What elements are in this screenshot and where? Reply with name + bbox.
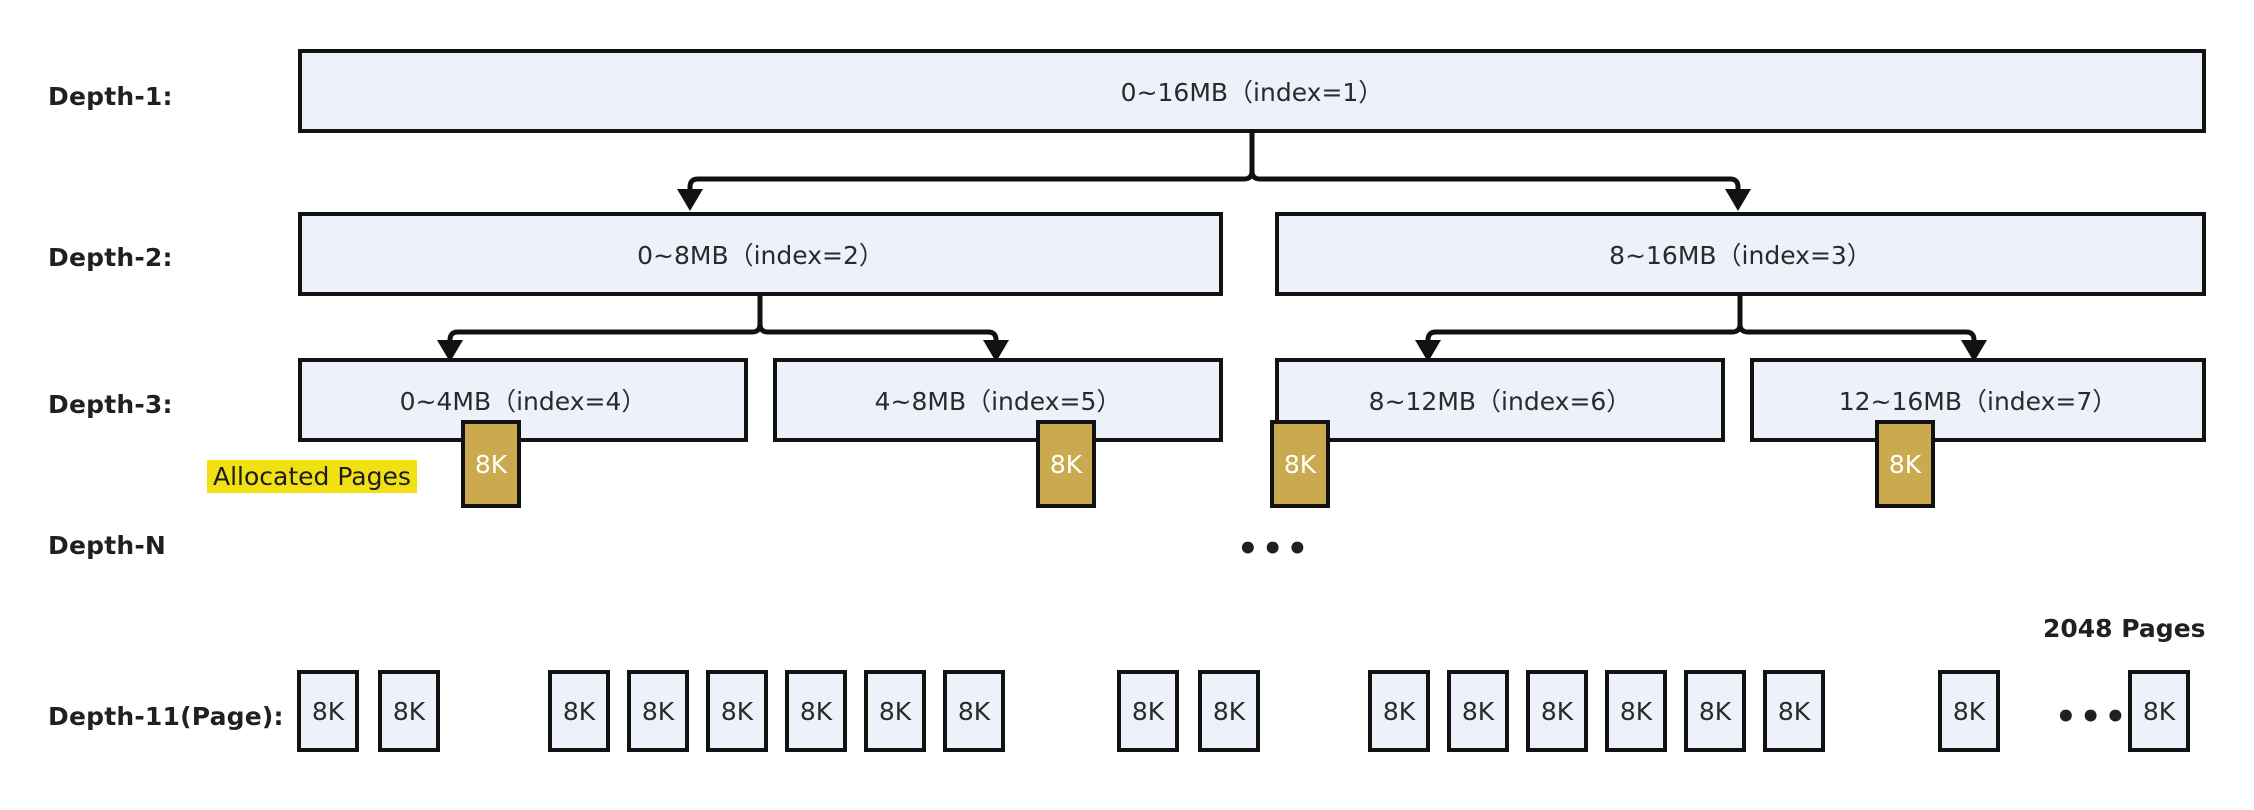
allocated-page-block-3[interactable]: 8K bbox=[1270, 420, 1330, 508]
total-pages-caption: 2048 Pages bbox=[2043, 614, 2206, 643]
node-depth2-8-16mb[interactable]: 8~16MB（index=3） bbox=[1275, 212, 2206, 296]
leaf-pages-ellipsis: ••• bbox=[2055, 697, 2130, 737]
leaf-page-box[interactable]: 8K bbox=[1938, 670, 2000, 752]
leaf-page-box[interactable]: 8K bbox=[1684, 670, 1746, 752]
leaf-page-box[interactable]: 8K bbox=[2128, 670, 2190, 752]
node-label: 12~16MB（index=7） bbox=[1838, 387, 2118, 416]
node-depth3-12-16mb[interactable]: 12~16MB（index=7） bbox=[1750, 358, 2206, 442]
leaf-page-label: 8K bbox=[2142, 696, 2176, 726]
leaf-page-box[interactable]: 8K bbox=[943, 670, 1005, 752]
leaf-page-label: 8K bbox=[311, 696, 345, 726]
leaf-page-label: 8K bbox=[1777, 696, 1811, 726]
connector-depth1-to-depth2 bbox=[677, 133, 1751, 211]
row-label-depth-11: Depth-11(Page): bbox=[48, 702, 284, 731]
row-label-depth-3: Depth-3: bbox=[48, 390, 173, 419]
leaf-page-box[interactable]: 8K bbox=[1526, 670, 1588, 752]
leaf-page-box[interactable]: 8K bbox=[1447, 670, 1509, 752]
node-depth1-0-16mb[interactable]: 0~16MB（index=1） bbox=[298, 49, 2206, 133]
allocated-page-block-1[interactable]: 8K bbox=[461, 420, 521, 508]
leaf-page-box[interactable]: 8K bbox=[706, 670, 768, 752]
depth-n-ellipsis: ••• bbox=[1237, 529, 1312, 569]
leaf-page-label: 8K bbox=[878, 696, 912, 726]
leaf-page-label: 8K bbox=[1212, 696, 1246, 726]
allocated-pages-caption: Allocated Pages bbox=[207, 460, 417, 493]
leaf-page-box[interactable]: 8K bbox=[1605, 670, 1667, 752]
row-label-depth-n: Depth-N bbox=[48, 531, 167, 560]
allocated-page-label: 8K bbox=[1888, 449, 1922, 479]
connector-depth2-left-to-depth3 bbox=[437, 296, 1009, 362]
node-label: 8~12MB（index=6） bbox=[1368, 387, 1632, 416]
leaf-page-box[interactable]: 8K bbox=[864, 670, 926, 752]
allocated-page-block-4[interactable]: 8K bbox=[1875, 420, 1935, 508]
leaf-page-label: 8K bbox=[957, 696, 991, 726]
leaf-page-label: 8K bbox=[799, 696, 833, 726]
leaf-page-box[interactable]: 8K bbox=[1198, 670, 1260, 752]
leaf-page-box[interactable]: 8K bbox=[627, 670, 689, 752]
leaf-page-label: 8K bbox=[1540, 696, 1574, 726]
leaf-page-box[interactable]: 8K bbox=[548, 670, 610, 752]
node-label: 4~8MB（index=5） bbox=[874, 387, 1122, 416]
row-label-depth-1: Depth-1: bbox=[48, 82, 173, 111]
allocated-page-block-2[interactable]: 8K bbox=[1036, 420, 1096, 508]
node-depth2-0-8mb[interactable]: 0~8MB（index=2） bbox=[298, 212, 1223, 296]
connector-depth2-right-to-depth3 bbox=[1415, 296, 1987, 362]
leaf-page-box[interactable]: 8K bbox=[1763, 670, 1825, 752]
leaf-page-label: 8K bbox=[1131, 696, 1165, 726]
leaf-page-box[interactable]: 8K bbox=[378, 670, 440, 752]
node-depth3-8-12mb[interactable]: 8~12MB（index=6） bbox=[1275, 358, 1725, 442]
node-depth3-0-4mb[interactable]: 0~4MB（index=4） bbox=[298, 358, 748, 442]
node-label: 0~16MB（index=1） bbox=[1120, 78, 1384, 107]
node-label: 0~8MB（index=2） bbox=[637, 241, 884, 270]
node-label: 8~16MB（index=3） bbox=[1609, 241, 1872, 270]
leaf-page-label: 8K bbox=[1382, 696, 1416, 726]
leaf-page-box[interactable]: 8K bbox=[1117, 670, 1179, 752]
allocated-page-label: 8K bbox=[1283, 449, 1317, 479]
node-label: 0~4MB（index=4） bbox=[399, 387, 647, 416]
leaf-page-label: 8K bbox=[720, 696, 754, 726]
leaf-page-box[interactable]: 8K bbox=[297, 670, 359, 752]
allocated-page-label: 8K bbox=[474, 449, 508, 479]
leaf-page-label: 8K bbox=[1619, 696, 1653, 726]
leaf-page-label: 8K bbox=[1461, 696, 1495, 726]
leaf-page-label: 8K bbox=[1952, 696, 1986, 726]
leaf-page-label: 8K bbox=[641, 696, 675, 726]
leaf-page-label: 8K bbox=[562, 696, 596, 726]
leaf-page-label: 8K bbox=[392, 696, 426, 726]
allocated-page-label: 8K bbox=[1049, 449, 1083, 479]
leaf-page-label: 8K bbox=[1698, 696, 1732, 726]
row-label-depth-2: Depth-2: bbox=[48, 243, 173, 272]
leaf-page-box[interactable]: 8K bbox=[785, 670, 847, 752]
leaf-page-box[interactable]: 8K bbox=[1368, 670, 1430, 752]
node-depth3-4-8mb[interactable]: 4~8MB（index=5） bbox=[773, 358, 1223, 442]
